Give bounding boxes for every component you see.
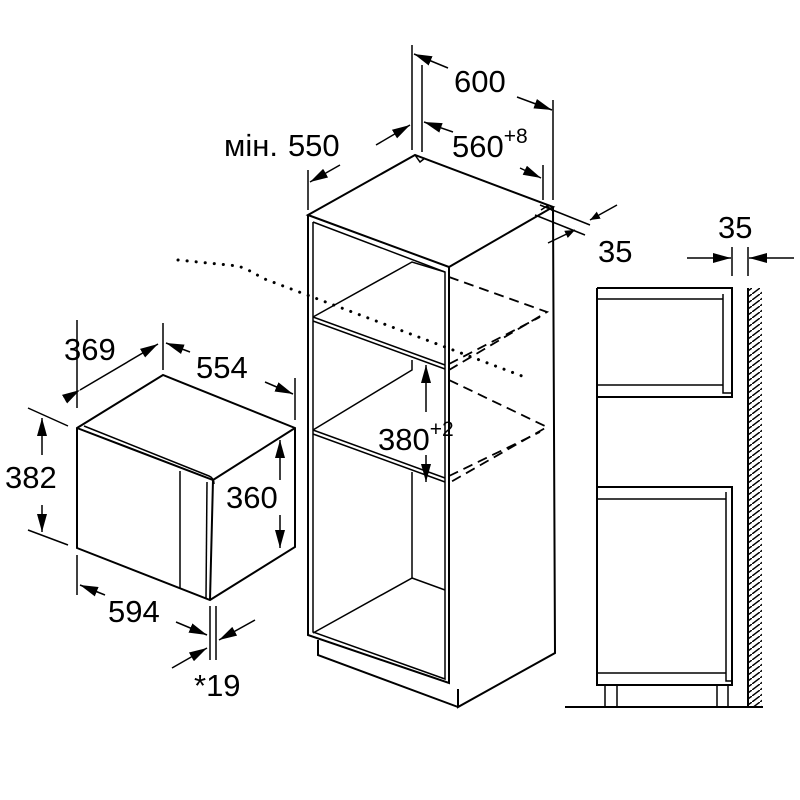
microwave-depth-label: 369	[64, 332, 116, 367]
niche-width-tolerance: +8	[504, 125, 528, 148]
side-view-drawing	[565, 287, 763, 708]
microwave-drawing	[76, 373, 296, 602]
min-depth-label: мін. 550	[224, 128, 340, 163]
wall-gap-label: 35	[718, 210, 752, 245]
microwave-front-width-label: 594	[108, 594, 160, 629]
niche-height-tolerance: +2	[430, 418, 454, 441]
niche-width-label: 560+8	[452, 125, 528, 164]
microwave-width-top-label: 554	[196, 350, 248, 385]
niche-height-value: 380	[378, 422, 430, 457]
microwave-height-label: 382	[5, 460, 57, 495]
cabinet-drawing	[176, 153, 557, 709]
min-depth-value: 550	[288, 128, 340, 163]
niche-height-label: 380+2	[378, 418, 454, 457]
microwave-dimensions: 369 554 382 360 594 *19	[5, 320, 296, 703]
outer-width-label: 600	[454, 64, 506, 99]
cabinet-dimensions: 600 мін. 550 560+8 35 380+2	[224, 45, 632, 482]
wall-hatch	[748, 288, 762, 707]
side-view-dimensions: 35	[687, 210, 794, 276]
door-offset-label: *19	[194, 668, 241, 703]
rear-gap-label: 35	[598, 234, 632, 269]
niche-width-value: 560	[452, 129, 504, 164]
min-prefix: мін.	[224, 128, 278, 163]
microwave-side-height-label: 360	[226, 480, 278, 515]
